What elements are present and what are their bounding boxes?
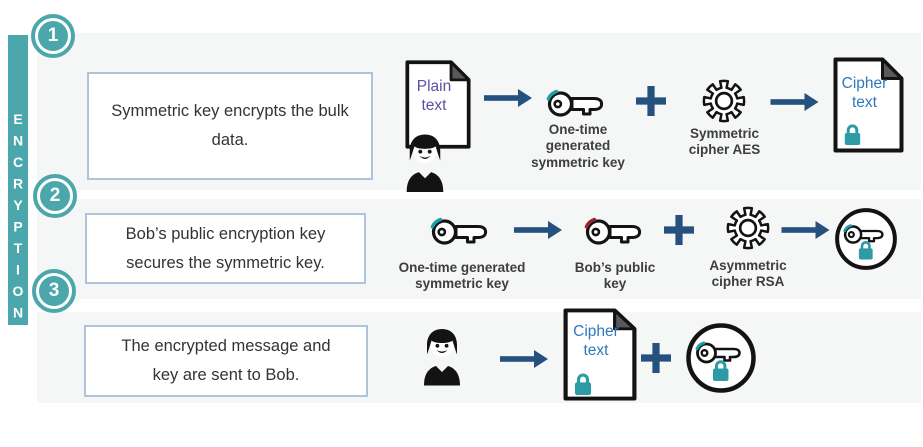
arrow-right-icon bbox=[781, 221, 830, 239]
lock-icon bbox=[572, 372, 594, 396]
symmetric-cipher-gear-icon bbox=[701, 78, 747, 124]
encrypted-key-circle-icon bbox=[834, 207, 898, 271]
plus-icon bbox=[641, 343, 671, 373]
plain-text-document-icon: Plain text bbox=[405, 57, 471, 152]
step3-number: 3 bbox=[39, 276, 69, 306]
document-outline-icon bbox=[405, 60, 471, 149]
cipher-text-document-icon: Cipher text bbox=[563, 308, 637, 401]
step2-number: 2 bbox=[40, 181, 70, 211]
bob-public-key-label: Bob’s public key bbox=[574, 260, 656, 292]
cipher-text-document-icon: Cipher text bbox=[833, 57, 904, 153]
step2-number-badge: 2 bbox=[33, 174, 77, 218]
step3-number-badge: 3 bbox=[32, 269, 76, 313]
plus-icon bbox=[636, 86, 666, 116]
symmetric-key-label: One-time generated symmetric key bbox=[398, 260, 526, 292]
step1-number-badge: 1 bbox=[31, 14, 75, 58]
arrow-right-icon bbox=[500, 350, 548, 368]
lock-icon bbox=[842, 123, 863, 146]
encrypted-key-circle-icon bbox=[685, 322, 757, 394]
plus-icon bbox=[664, 215, 694, 245]
symmetric-key-icon bbox=[429, 209, 493, 250]
alice-avatar-icon bbox=[399, 131, 451, 192]
plain-text-label: Plain text bbox=[416, 78, 452, 115]
step1-number: 1 bbox=[38, 21, 68, 51]
step3-description-box: The encrypted message and key are sent t… bbox=[84, 325, 368, 397]
bob-public-key-icon bbox=[583, 209, 647, 250]
arrow-right-icon bbox=[514, 221, 562, 239]
asymmetric-cipher-gear-icon bbox=[725, 205, 771, 251]
encryption-vertical-label: ENCRYPTION bbox=[10, 111, 26, 326]
encryption-sidebar: ENCRYPTION bbox=[8, 35, 28, 326]
symmetric-key-icon bbox=[545, 81, 609, 122]
symmetric-cipher-label: Symmetric cipher AES bbox=[688, 126, 761, 158]
arrow-right-icon bbox=[484, 89, 532, 107]
cipher-text-label: Cipher text bbox=[573, 323, 619, 360]
symmetric-key-label: One-time generated symmetric key bbox=[531, 122, 625, 170]
alice-avatar-icon bbox=[417, 324, 467, 387]
asymmetric-cipher-label: Asymmetric cipher RSA bbox=[709, 258, 787, 290]
step2-description-box: Bob’s public encryption key secures the … bbox=[85, 213, 366, 284]
cipher-text-label: Cipher text bbox=[841, 75, 888, 112]
step1-description-box: Symmetric key encrypts the bulk data. bbox=[87, 72, 373, 180]
arrow-right-icon bbox=[770, 93, 819, 111]
